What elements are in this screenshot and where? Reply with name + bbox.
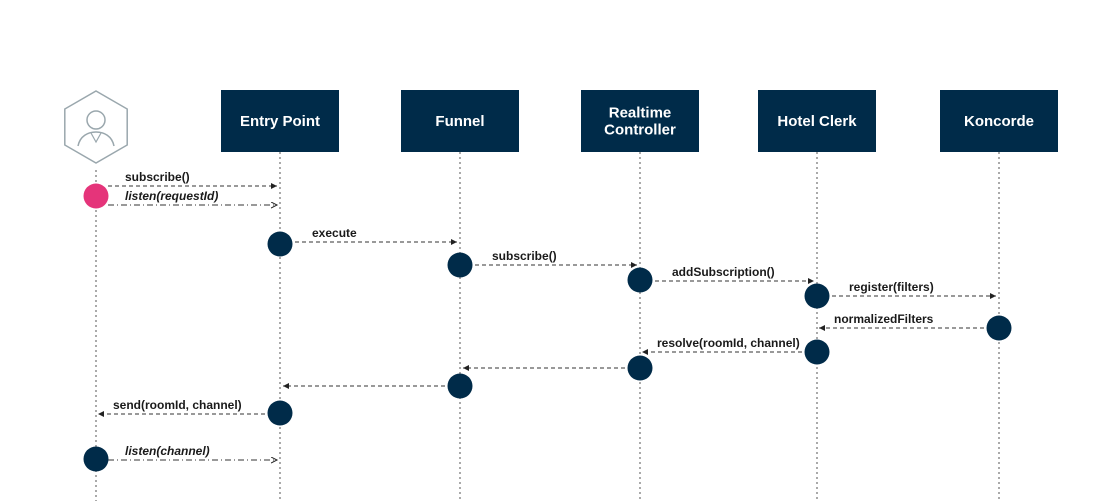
participant-box [940, 90, 1058, 152]
message-arrow: subscribe() [475, 249, 637, 268]
message-label: resolve(roomId, channel) [657, 336, 800, 350]
activation-node [447, 373, 473, 399]
message-label: listen(channel) [125, 444, 210, 458]
participant-box [401, 90, 519, 152]
activation-node [83, 183, 109, 209]
message-label: execute [312, 226, 357, 240]
message-label: normalizedFilters [834, 312, 934, 326]
message-arrow: execute [295, 226, 457, 245]
participant-label: Controller [604, 122, 676, 139]
message-label: addSubscription() [672, 265, 775, 279]
participant-box [581, 90, 699, 152]
activation-node [804, 283, 830, 309]
participant-label: Hotel Clerk [777, 113, 857, 130]
participant-label: Realtime [609, 105, 672, 122]
message-arrow: normalizedFilters [819, 312, 984, 331]
participant-funnel: Funnel [401, 90, 519, 152]
message-label: subscribe() [125, 170, 190, 184]
activation-node [267, 400, 293, 426]
participant-box [758, 90, 876, 152]
activation-node [83, 446, 109, 472]
activation-node [804, 339, 830, 365]
message-arrow: listen(channel) [108, 444, 277, 460]
participant-hotel: Hotel Clerk [758, 90, 876, 152]
message-arrow: subscribe() [108, 170, 277, 189]
activation-node [447, 252, 473, 278]
activation-node [627, 355, 653, 381]
activation-node [267, 231, 293, 257]
message-label: subscribe() [492, 249, 557, 263]
participant-label: Funnel [435, 113, 484, 130]
user-collar-shape [90, 132, 102, 144]
message-arrow: listen(requestId) [108, 189, 277, 205]
activation-node [986, 315, 1012, 341]
user-head-shape [86, 110, 106, 130]
participant-label: Entry Point [240, 113, 320, 130]
message-arrow: register(filters) [832, 280, 996, 299]
message-arrow: addSubscription() [655, 265, 814, 284]
user-hexagon-icon [64, 90, 128, 164]
message-arrow: resolve(roomId, channel) [642, 336, 802, 355]
participant-entry: Entry Point [221, 90, 339, 152]
message-arrow: send(roomId, channel) [98, 398, 265, 417]
hexagon-frame [64, 90, 128, 164]
participant-label: Koncorde [964, 113, 1034, 130]
participant-koncorde: Koncorde [940, 90, 1058, 152]
activation-node [627, 267, 653, 293]
user-shoulders-shape [77, 131, 115, 147]
message-label: listen(requestId) [125, 189, 218, 203]
participant-box [221, 90, 339, 152]
message-label: send(roomId, channel) [113, 398, 242, 412]
message-label: register(filters) [849, 280, 934, 294]
